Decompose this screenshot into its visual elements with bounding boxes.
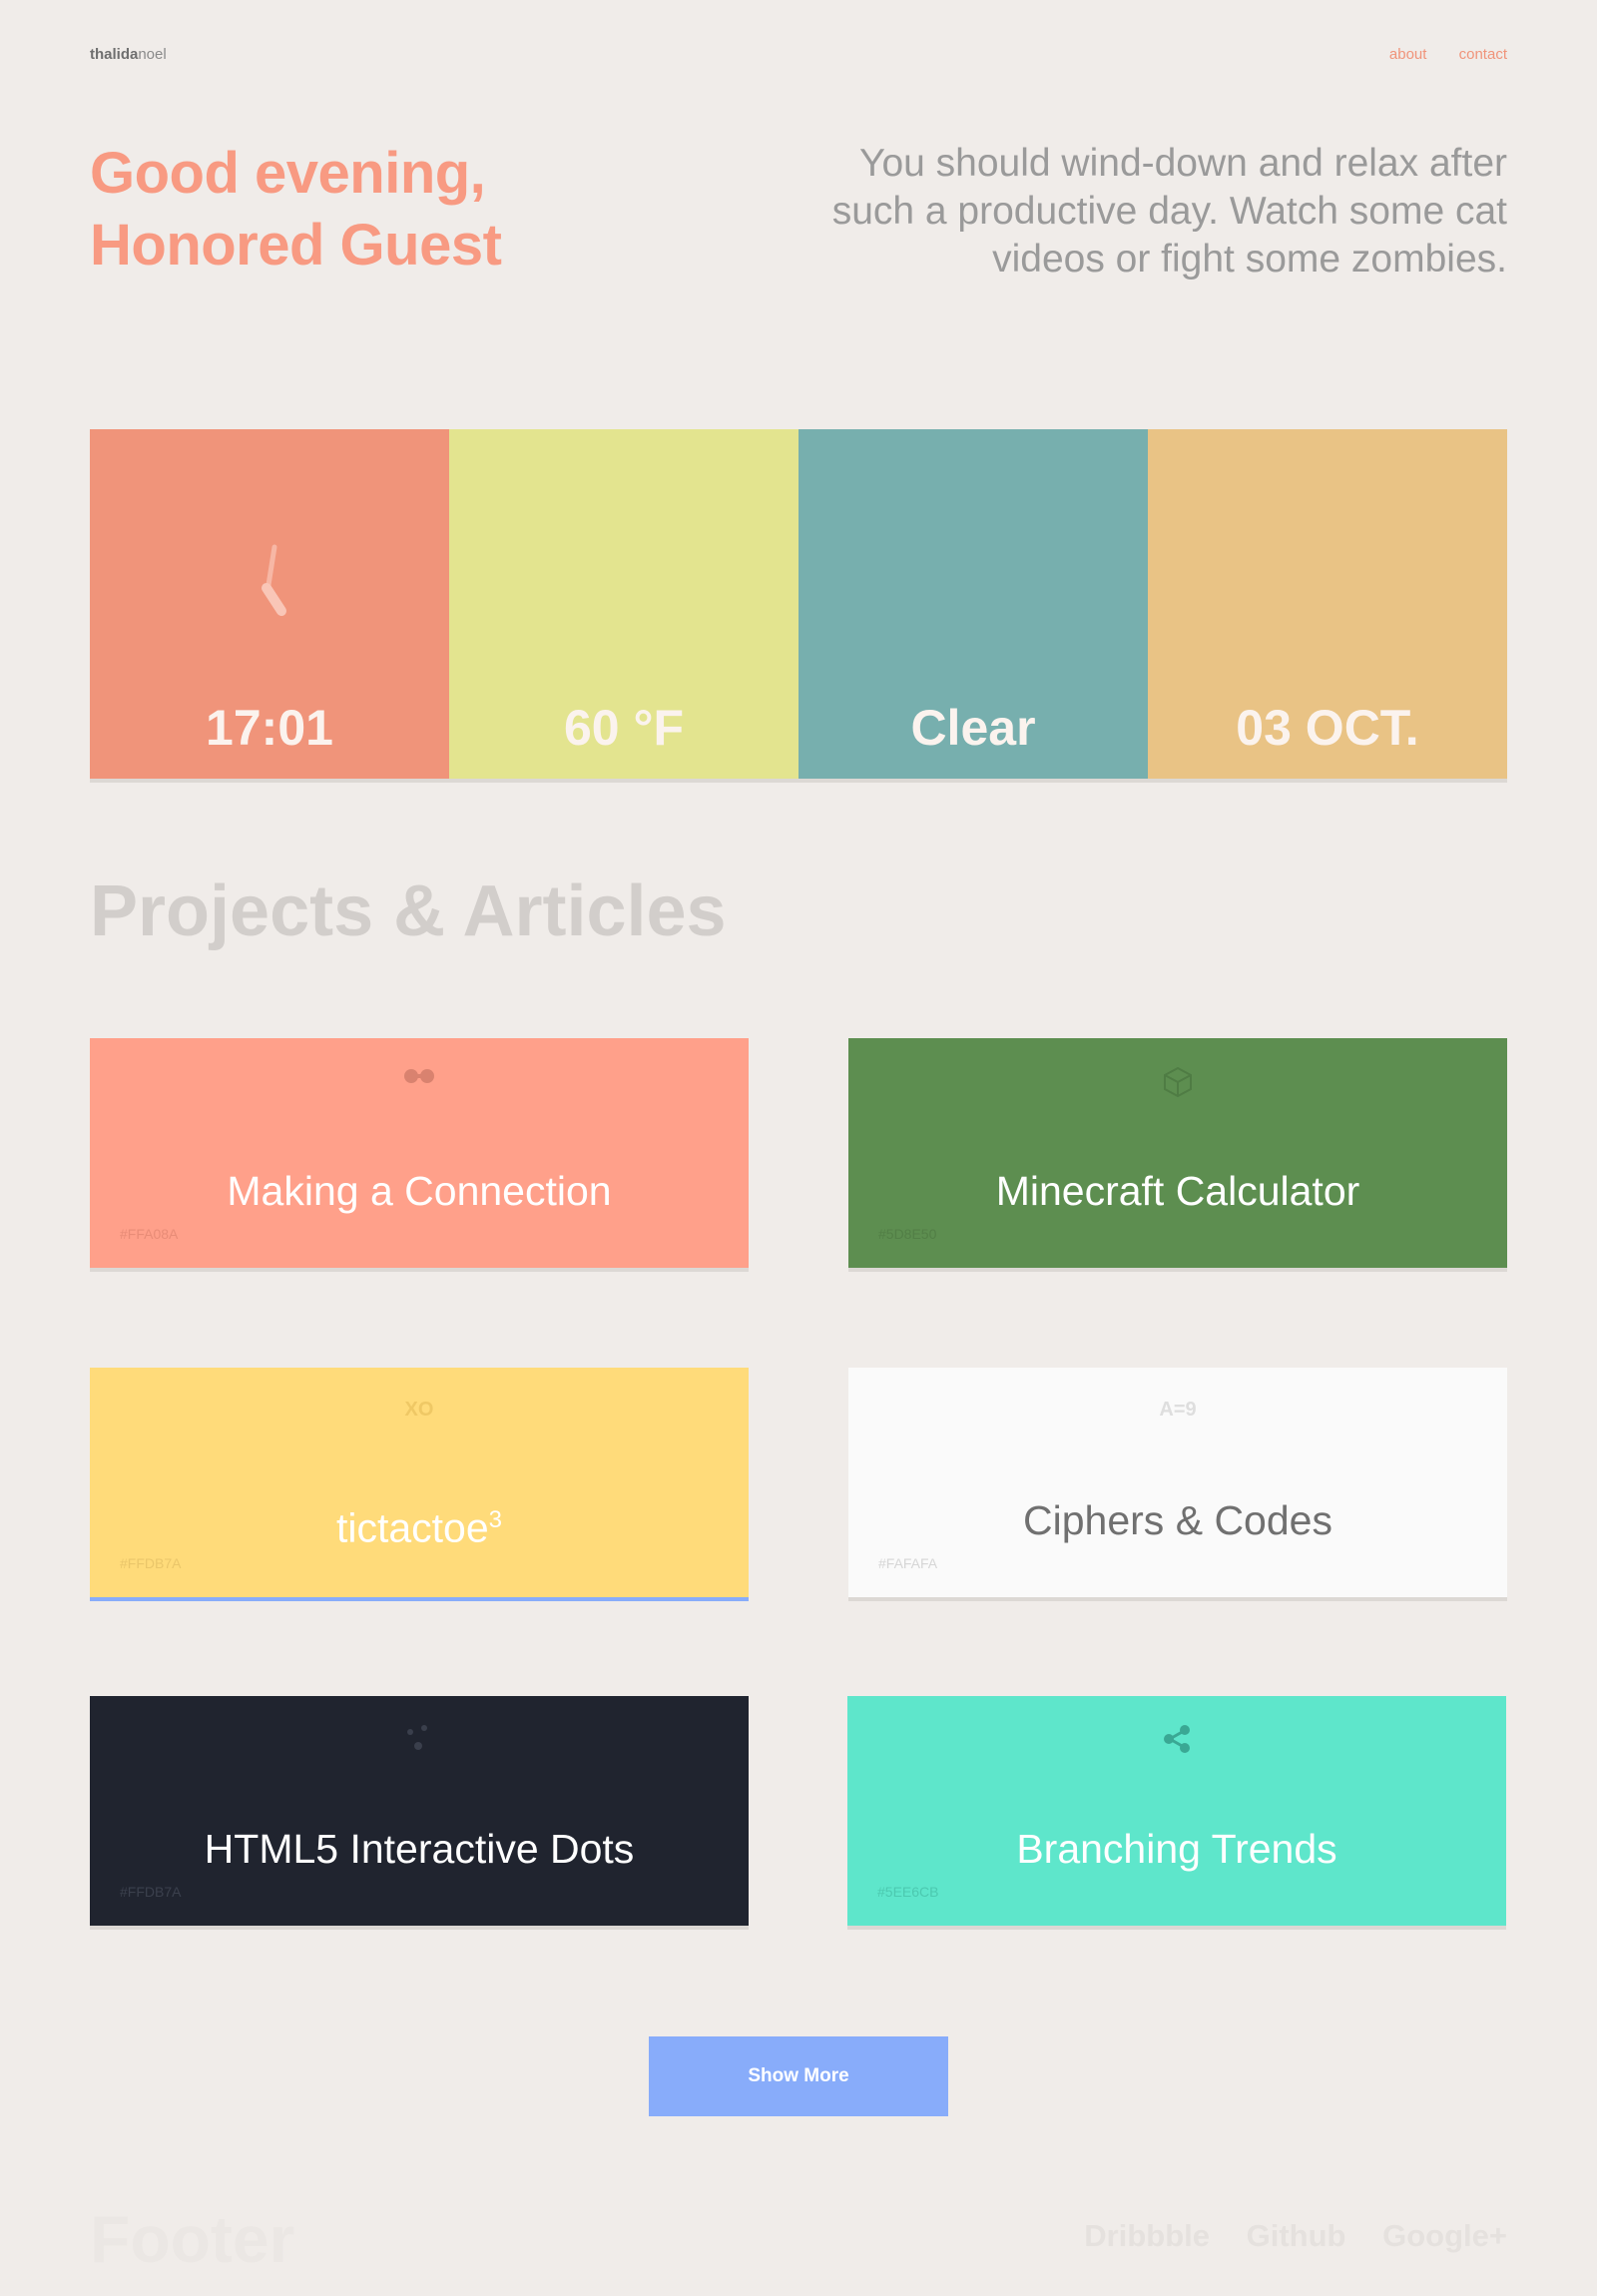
cipher-icon: A=9 <box>1159 1399 1197 1421</box>
greeting-heading: Good evening, Honored Guest <box>90 138 502 282</box>
card-title: tictactoe3 <box>90 1495 749 1553</box>
card-title: Ciphers & Codes <box>1023 1497 1332 1543</box>
top-nav: about contact <box>1361 46 1507 63</box>
cube-icon <box>848 1064 1507 1098</box>
greeting-line-1: Good evening, <box>90 141 486 206</box>
footer-link-dribbble[interactable]: Dribbble <box>1084 2218 1210 2253</box>
logo-light-text: noel <box>138 46 167 63</box>
project-card-making-a-connection[interactable]: Making a Connection #FFA08A <box>90 1038 749 1268</box>
card-title: HTML5 Interactive Dots <box>204 1826 635 1872</box>
card-hex-code: #FFDB7A <box>120 1555 182 1571</box>
card-hex-code: #FAFAFA <box>878 1555 938 1571</box>
weather-tile: Clear <box>798 429 1148 779</box>
logo-bold-text: thalida <box>90 46 139 63</box>
date-value: 03 OCT. <box>1236 700 1419 756</box>
footer-links: Dribbble Github Google+ <box>1056 2218 1507 2254</box>
weather-value: Clear <box>910 700 1036 756</box>
card-title: Making a Connection <box>227 1168 612 1214</box>
card-hex-code: #5D8E50 <box>878 1226 937 1242</box>
footer-link-github[interactable]: Github <box>1246 2218 1346 2253</box>
temperature-value: 60 °F <box>563 700 685 756</box>
site-logo[interactable]: thalidanoel <box>90 46 167 63</box>
temperature-tile: 60 °F <box>449 429 798 779</box>
info-tiles: 17:01 60 °F Clear 03 OCT. <box>90 429 1507 779</box>
date-tile: 03 OCT. <box>1148 429 1507 779</box>
nav-link-about[interactable]: about <box>1388 46 1427 63</box>
nav-link-contact[interactable]: contact <box>1458 46 1507 63</box>
project-card-html5-interactive-dots[interactable]: HTML5 Interactive Dots #FFDB7A <box>90 1696 749 1926</box>
project-card-ciphers-codes[interactable]: A=9 Ciphers & Codes #FAFAFA <box>848 1368 1507 1597</box>
project-card-minecraft-calculator[interactable]: Minecraft Calculator #5D8E50 <box>848 1038 1507 1268</box>
connection-dots-icon <box>90 1064 749 1096</box>
greeting-line-2: Honored Guest <box>90 213 502 278</box>
share-icon <box>847 1722 1506 1754</box>
card-hex-code: #FFA08A <box>120 1226 179 1242</box>
card-hex-code: #FFDB7A <box>120 1884 182 1900</box>
project-card-tictactoe[interactable]: XO tictactoe3 #FFDB7A <box>90 1368 749 1597</box>
clock-icon <box>262 544 286 616</box>
show-more-button[interactable]: Show More <box>649 2036 948 2116</box>
footer-link-google-plus[interactable]: Google+ <box>1382 2218 1507 2253</box>
card-title-text: tictactoe <box>335 1504 489 1551</box>
card-title: Branching Trends <box>1016 1826 1337 1872</box>
footer-title: Footer <box>90 2202 295 2276</box>
card-hex-code: #5EE6CB <box>877 1884 939 1900</box>
scattered-dots-icon <box>90 1722 749 1754</box>
project-card-branching-trends[interactable]: Branching Trends #5EE6CB <box>847 1696 1506 1926</box>
projects-section-title: Projects & Articles <box>90 871 727 951</box>
time-value: 17:01 <box>206 700 333 756</box>
card-title: Minecraft Calculator <box>995 1168 1360 1214</box>
xo-icon: XO <box>404 1399 434 1421</box>
greeting-tagline: You should wind-down and relax after suc… <box>831 142 1507 281</box>
time-tile: 17:01 <box>90 429 449 779</box>
card-title-superscript: 3 <box>488 1506 503 1533</box>
